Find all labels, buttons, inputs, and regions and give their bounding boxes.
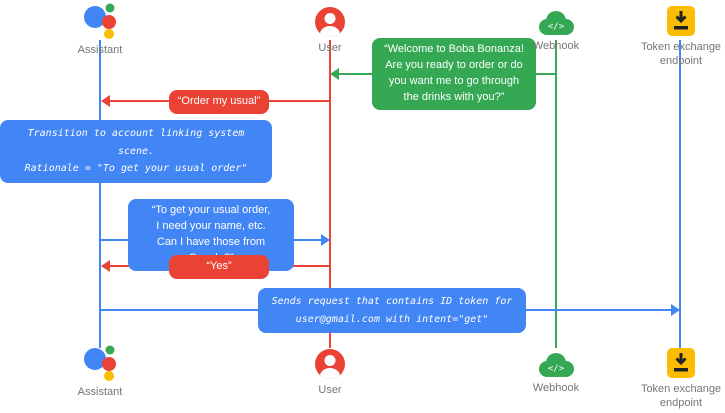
token-endpoint-label: Token exchange endpoint <box>640 41 722 67</box>
token-endpoint-icon <box>667 6 695 36</box>
assistant-label: Assistant <box>77 44 123 56</box>
webhook-cloud-icon: </> <box>539 353 574 377</box>
assistant-icon <box>84 345 116 381</box>
order-my-usual-message: “Order my usual” <box>169 90 269 114</box>
webhook-label: Webhook <box>532 40 580 52</box>
user-lifeline <box>329 40 331 348</box>
actor-user-top: User <box>285 6 375 56</box>
yes-message: “Yes” <box>169 255 269 279</box>
user-label: User <box>318 42 342 54</box>
code-glyph: </> <box>548 364 565 374</box>
welcome-message: “Welcome to Boba Bonanza! Are you ready … <box>372 38 536 110</box>
actor-token-top: Token exchange endpoint <box>639 5 723 69</box>
actor-assistant-top: Assistant <box>55 2 145 58</box>
assistant-lifeline <box>99 40 101 348</box>
order-arrow-head <box>101 95 110 107</box>
actor-token-bottom: Token exchange endpoint <box>639 347 723 411</box>
webhook-lifeline <box>555 40 557 348</box>
get-usual-arrow-head <box>321 234 330 246</box>
user-label: User <box>318 384 342 396</box>
welcome-arrow-head <box>330 68 339 80</box>
sends-request-arrow-head <box>671 304 680 316</box>
yes-arrow-head <box>101 260 110 272</box>
actor-user-bottom: User <box>285 348 375 398</box>
token-endpoint-lifeline <box>679 40 681 348</box>
token-endpoint-label: Token exchange endpoint <box>640 383 722 409</box>
webhook-label: Webhook <box>532 382 580 394</box>
actor-webhook-bottom: </> Webhook <box>511 352 601 396</box>
webhook-cloud-icon: </> <box>539 11 574 35</box>
code-glyph: </> <box>548 22 565 32</box>
transition-note: Transition to account linking system sce… <box>0 120 272 183</box>
sends-request-message: Sends request that contains ID token for… <box>258 288 526 333</box>
user-icon <box>315 7 345 37</box>
token-endpoint-icon <box>667 348 695 378</box>
actor-assistant-bottom: Assistant <box>55 344 145 400</box>
actor-webhook-top: </> Webhook <box>511 10 601 54</box>
assistant-label: Assistant <box>77 386 123 398</box>
user-icon <box>315 349 345 379</box>
assistant-icon <box>84 3 116 39</box>
